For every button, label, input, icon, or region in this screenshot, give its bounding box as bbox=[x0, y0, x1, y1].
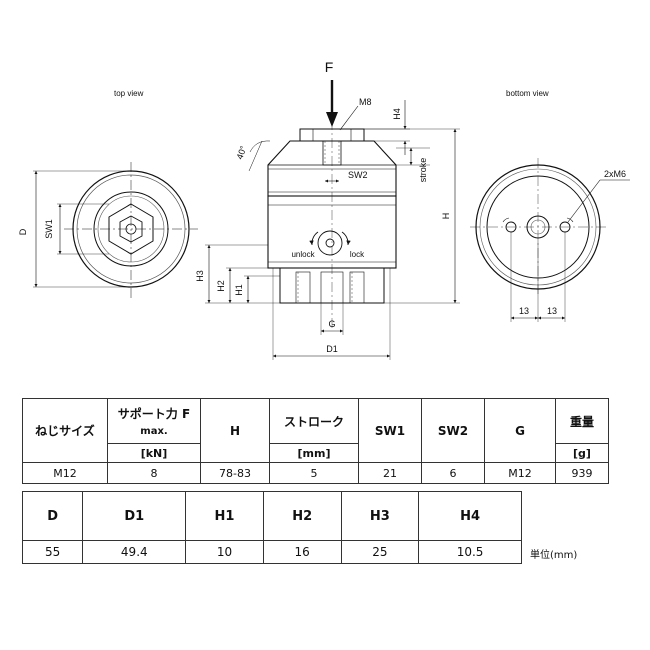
dim-value-h3: 25 bbox=[340, 540, 420, 564]
label-d1: D1 bbox=[326, 344, 338, 354]
top-view: top view D SW1 bbox=[18, 89, 198, 298]
label-h1: H1 bbox=[234, 284, 244, 296]
value-thread: M12 bbox=[22, 462, 108, 484]
label-h: H bbox=[441, 213, 451, 220]
dim-value-h4: 10.5 bbox=[418, 540, 522, 564]
bottom-view: bottom view 2xM6 13 13 bbox=[470, 89, 630, 322]
header-h: H bbox=[200, 398, 270, 463]
dimension-table: D D1 H1 H2 H3 H4 55 49.4 10 16 25 10.5 bbox=[21, 491, 522, 564]
dim-header-h1: H1 bbox=[185, 491, 264, 541]
technical-drawing: top view D SW1 F M8 bbox=[18, 59, 630, 360]
label-sw2: SW2 bbox=[348, 170, 368, 180]
header-thread: ねじサイズ bbox=[22, 398, 108, 463]
label-g: G bbox=[328, 319, 335, 329]
value-sw1: 21 bbox=[358, 462, 422, 484]
dim-value-h2: 16 bbox=[262, 540, 342, 564]
header-stroke: ストローク bbox=[269, 398, 359, 444]
label-sw1: SW1 bbox=[44, 219, 54, 239]
label-force: F bbox=[325, 59, 334, 75]
header-stroke-unit: [mm] bbox=[269, 443, 359, 463]
dim-header-h3: H3 bbox=[340, 491, 420, 541]
dim-header-h2: H2 bbox=[262, 491, 342, 541]
header-g: G bbox=[484, 398, 556, 463]
label-d: D bbox=[18, 228, 28, 235]
header-weight-unit: [g] bbox=[555, 443, 609, 463]
header-sw1: SW1 bbox=[358, 398, 422, 463]
label-unlock: unlock bbox=[291, 250, 315, 259]
value-g: M12 bbox=[484, 462, 556, 484]
label-stroke: stroke bbox=[418, 158, 428, 183]
header-sw2: SW2 bbox=[421, 398, 485, 463]
label-h4: H4 bbox=[392, 108, 402, 120]
header-support: サポート力 F max. bbox=[107, 398, 201, 444]
value-stroke: 5 bbox=[269, 462, 359, 484]
label-13-right: 13 bbox=[547, 306, 557, 316]
label-h3: H3 bbox=[195, 270, 205, 282]
header-support-unit: [kN] bbox=[107, 443, 201, 463]
header-weight: 重量 bbox=[555, 398, 609, 444]
value-weight: 939 bbox=[555, 462, 609, 484]
table-row: M12 8 78-83 5 21 6 M12 939 bbox=[22, 462, 609, 484]
dim-header-d: D bbox=[21, 491, 84, 541]
spec-table: ねじサイズ サポート力 F max. H ストローク SW1 SW2 G 重量 … bbox=[22, 398, 609, 484]
dim-header-h4: H4 bbox=[418, 491, 522, 541]
label-lock: lock bbox=[350, 250, 365, 259]
dim-value-h1: 10 bbox=[185, 540, 264, 564]
dim-header-d1: D1 bbox=[82, 491, 187, 541]
value-h: 78-83 bbox=[200, 462, 270, 484]
label-h2: H2 bbox=[216, 280, 226, 292]
dim-value-d1: 49.4 bbox=[82, 540, 187, 564]
header-support-title: サポート力 F bbox=[117, 407, 191, 421]
label-13-left: 13 bbox=[519, 306, 529, 316]
label-m8: M8 bbox=[359, 97, 372, 107]
unit-note: 単位(mm) bbox=[530, 550, 578, 561]
bottom-view-caption: bottom view bbox=[506, 89, 549, 98]
dim-value-d: 55 bbox=[21, 540, 84, 564]
header-support-max: max. bbox=[140, 426, 168, 437]
label-m6: 2xM6 bbox=[604, 169, 626, 179]
value-support: 8 bbox=[107, 462, 201, 484]
top-view-caption: top view bbox=[114, 89, 144, 98]
side-view: F M8 40° SW2 unlock bbox=[195, 59, 460, 360]
value-sw2: 6 bbox=[421, 462, 485, 484]
table-row: 55 49.4 10 16 25 10.5 bbox=[21, 540, 522, 564]
label-angle: 40° bbox=[234, 144, 248, 161]
